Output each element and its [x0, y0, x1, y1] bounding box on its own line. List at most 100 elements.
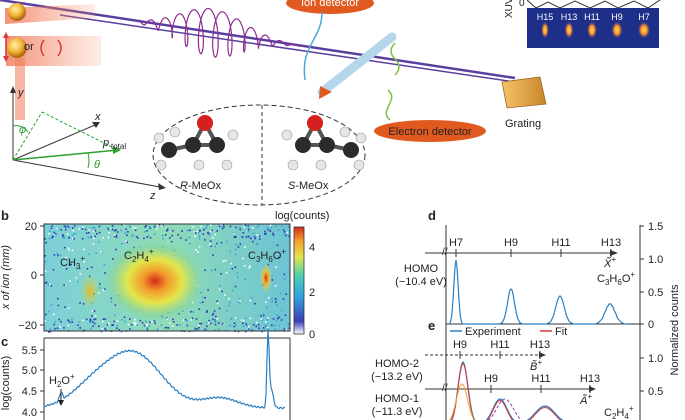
- noise-pixel: [146, 236, 148, 238]
- panel-e-right-ticks: 1.00.5: [640, 353, 663, 398]
- pe-sp-sub1: 2: [612, 412, 617, 420]
- noise-pixel: [199, 302, 202, 304]
- noise-pixel: [144, 230, 146, 233]
- noise-pixel: [68, 320, 71, 323]
- hydrogen-atom: [221, 159, 233, 171]
- noise-pixel: [248, 230, 250, 233]
- noise-pixel: [202, 296, 204, 299]
- noise-pixel: [171, 325, 174, 327]
- colorbar-tick-4: 4: [309, 242, 315, 254]
- noise-pixel: [192, 311, 194, 313]
- noise-pixel: [264, 230, 266, 233]
- noise-pixel: [282, 298, 285, 300]
- panel-d-ytick-label: 1.5: [648, 221, 663, 233]
- noise-pixel: [148, 325, 150, 327]
- noise-pixel: [247, 228, 250, 231]
- noise-pixel: [90, 266, 93, 269]
- noise-pixel: [56, 252, 59, 255]
- noise-pixel: [104, 288, 106, 290]
- noise-pixel: [134, 324, 137, 326]
- noise-pixel: [250, 328, 252, 331]
- noise-pixel: [219, 288, 221, 291]
- noise-pixel: [165, 326, 168, 329]
- noise-pixel: [121, 224, 123, 226]
- ytick-label-neg20: −20: [18, 320, 37, 332]
- noise-pixel: [75, 233, 77, 235]
- noise-pixel: [65, 226, 67, 228]
- noise-pixel: [62, 237, 65, 239]
- hydrogen-atom: [353, 159, 365, 171]
- noise-pixel: [55, 233, 57, 235]
- grating-label: Grating: [505, 118, 541, 130]
- x-axis-label: x: [94, 111, 101, 123]
- panel-e-letter: e: [428, 318, 435, 333]
- noise-pixel: [210, 269, 213, 272]
- noise-pixel: [230, 318, 232, 320]
- noise-pixel: [53, 323, 56, 326]
- noise-pixel: [216, 318, 218, 320]
- noise-pixel: [114, 235, 116, 238]
- noise-pixel: [85, 318, 88, 321]
- noise-pixel: [275, 319, 278, 322]
- noise-pixel: [88, 228, 91, 231]
- electron-detector: [374, 120, 486, 142]
- noise-pixel: [120, 330, 123, 333]
- noise-pixel: [239, 228, 242, 231]
- noise-pixel: [198, 327, 200, 329]
- harmonic-label: H9: [611, 12, 623, 22]
- noise-pixel: [82, 226, 84, 228]
- noise-pixel: [143, 324, 146, 327]
- electron-detector-wire: [390, 42, 400, 76]
- pd-sp-sub2: 6: [617, 278, 622, 287]
- focusing-sphere-top: [8, 3, 26, 21]
- ion-c2h4-sub1: 2: [132, 255, 137, 264]
- row1-harmonic-label: H11: [490, 339, 509, 351]
- noise-pixel: [284, 278, 286, 280]
- noise-pixel: [221, 225, 223, 228]
- x-axis-arrow-icon: [92, 122, 100, 128]
- noise-pixel: [245, 323, 247, 325]
- noise-pixel: [238, 301, 241, 304]
- panel-c-ylabel: log(counts): [0, 356, 12, 410]
- noise-pixel: [89, 318, 92, 320]
- noise-pixel: [102, 236, 104, 239]
- noise-pixel: [45, 313, 47, 316]
- noise-pixel: [259, 235, 261, 238]
- panel-d-spectrum: [448, 259, 629, 325]
- colorbar-tick-0: 0: [309, 329, 315, 341]
- noise-pixel: [44, 270, 47, 273]
- panel-e-species: C2H4+: [604, 404, 634, 420]
- noise-pixel: [68, 249, 70, 251]
- noise-pixel: [64, 306, 66, 308]
- noise-pixel: [50, 227, 53, 230]
- noise-pixel: [260, 315, 262, 317]
- panel-e-row1-state: B̃+: [530, 358, 542, 373]
- noise-pixel: [169, 322, 171, 324]
- h2o-sub: 2: [57, 380, 62, 389]
- noise-pixel: [112, 324, 114, 326]
- panel-d-harmonic-label: H11: [551, 237, 570, 249]
- noise-pixel: [266, 318, 269, 321]
- panel-e-row2-arrow-icon: [589, 386, 596, 392]
- noise-pixel: [209, 240, 212, 242]
- beam-vertical: [15, 58, 25, 120]
- noise-pixel: [59, 254, 62, 256]
- noise-pixel: [51, 236, 53, 239]
- noise-pixel: [204, 328, 207, 331]
- noise-pixel: [212, 236, 214, 239]
- noise-pixel: [44, 320, 46, 322]
- noise-pixel: [49, 330, 52, 333]
- noise-pixel: [265, 321, 267, 323]
- noise-pixel: [107, 236, 110, 239]
- noise-pixel: [212, 254, 214, 256]
- panel-e-row1-energy: (−13.2 eV): [371, 371, 423, 383]
- panel-c-ytick-label: 4.0: [22, 407, 37, 419]
- row1-harmonic-label: H13: [530, 339, 550, 351]
- noise-pixel: [276, 299, 278, 302]
- noise-pixel: [262, 327, 265, 329]
- xuv-zero-tick: 0: [519, 0, 525, 9]
- noise-pixel: [160, 324, 163, 326]
- theta-arc: [87, 152, 90, 169]
- noise-pixel: [194, 329, 197, 331]
